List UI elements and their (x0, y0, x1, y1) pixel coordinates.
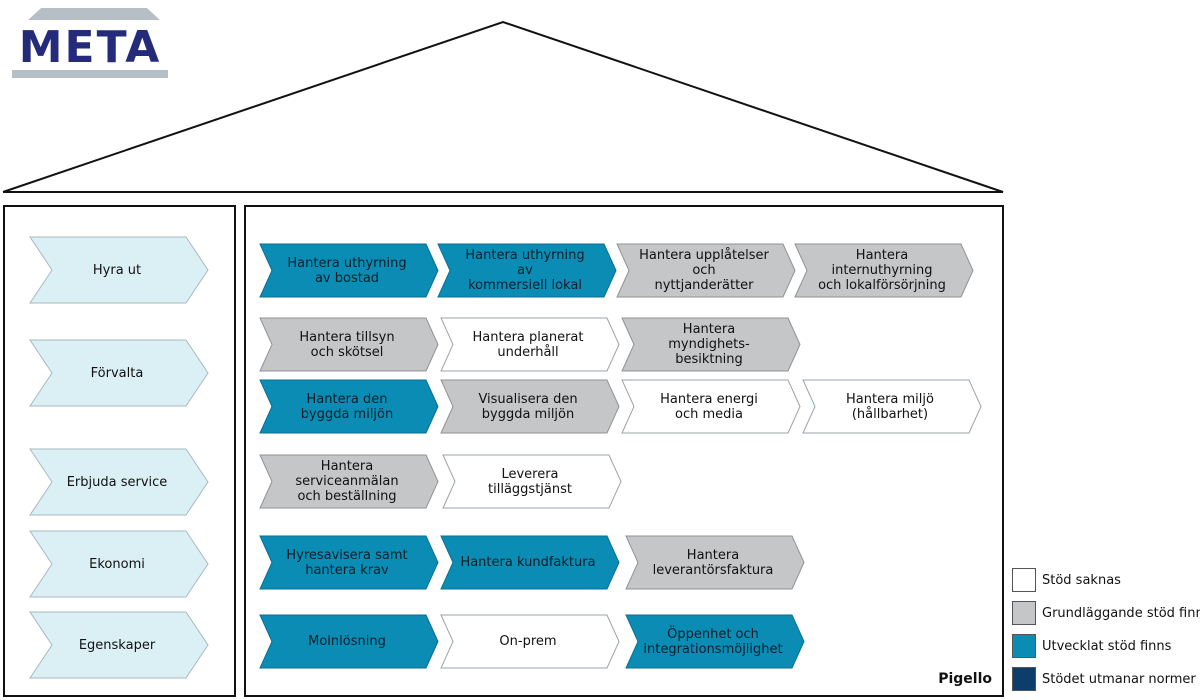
capability-r1-c0: Hantera tillsyn och skötsel (260, 318, 438, 371)
capability-r1-c2: Hantera myndighets- besiktning (622, 318, 800, 371)
capability-r4-c1-label: Hantera kundfaktura (460, 555, 596, 570)
capability-r3-c1-label: Leverera tilläggstjänst (488, 466, 572, 497)
category-ekonomi: Ekonomi (30, 531, 208, 597)
capability-r2-c1: Visualisera den byggda miljön (441, 380, 619, 433)
capability-r3-c1: Leverera tilläggstjänst (443, 455, 621, 508)
capability-r5-c0: Molnlösning (260, 615, 438, 668)
capability-r5-c2: Öppenhet och integrationsmöjlighet (626, 615, 804, 668)
legend-swatch (1012, 601, 1036, 625)
capability-r2-c3: Hantera miljö (hållbarhet) (803, 380, 981, 433)
category-egenskaper: Egenskaper (30, 612, 208, 678)
capability-r3-c0: Hantera serviceanmälan och beställning (260, 455, 438, 508)
legend-label: Stöd saknas (1042, 572, 1121, 588)
capability-r4-c2-label: Hantera leverantörsfaktura (652, 547, 774, 578)
capability-r0-c0: Hantera uthyrning av bostad (260, 244, 438, 297)
capability-r2-c2: Hantera energi och media (622, 380, 800, 433)
capability-r2-c2-label: Hantera energi och media (660, 391, 758, 422)
capability-r1-c1: Hantera planerat underhåll (441, 318, 619, 371)
category-förvalta-label: Förvalta (90, 365, 144, 381)
house-roof (2, 20, 1004, 193)
capability-r2-c0-label: Hantera den byggda miljön (300, 391, 394, 422)
category-erbjuda-service-label: Erbjuda service (66, 474, 168, 490)
meta-logo: META (10, 2, 170, 78)
legend-label: Stödet utmanar normer (1042, 671, 1196, 687)
capability-r3-c0-label: Hantera serviceanmälan och beställning (295, 459, 399, 504)
capability-r5-c1: On-prem (441, 615, 619, 668)
capability-r0-c2: Hantera upplåtelser och nyttjanderätter (617, 244, 795, 297)
capability-r5-c0-label: Molnlösning (308, 634, 386, 649)
capability-r1-c0-label: Hantera tillsyn och skötsel (299, 329, 395, 360)
capability-r0-c1-label: Hantera uthyrning av kommersiell lokal (465, 248, 585, 293)
legend-item-grundlaggande: Grundläggande stöd finns (1012, 600, 1200, 626)
category-ekonomi-label: Ekonomi (89, 556, 145, 572)
category-hyra-ut-label: Hyra ut (92, 262, 142, 278)
legend-label: Grundläggande stöd finns (1042, 605, 1200, 621)
capability-r0-c0-label: Hantera uthyrning av bostad (287, 255, 407, 286)
legend-item-utvecklat: Utvecklat stöd finns (1012, 633, 1171, 659)
legend-swatch (1012, 634, 1036, 658)
legend-swatch (1012, 568, 1036, 592)
logo-wordmark: META (18, 22, 162, 73)
capability-r2-c0: Hantera den byggda miljön (260, 380, 438, 433)
capability-r4-c1: Hantera kundfaktura (441, 536, 619, 589)
capability-r2-c3-label: Hantera miljö (hållbarhet) (846, 391, 934, 422)
capability-r5-c1-label: On-prem (499, 634, 557, 649)
capability-r1-c2-label: Hantera myndighets- besiktning (668, 322, 750, 367)
capability-r1-c1-label: Hantera planerat underhåll (472, 329, 584, 360)
legend-item-saknas: Stöd saknas (1012, 567, 1121, 593)
capability-r4-c0: Hyresavisera samt hantera krav (260, 536, 438, 589)
category-erbjuda-service: Erbjuda service (30, 449, 208, 515)
capability-r4-c2: Hantera leverantörsfaktura (626, 536, 804, 589)
capability-r0-c2-label: Hantera upplåtelser och nyttjanderätter (639, 248, 769, 293)
capability-r5-c2-label: Öppenhet och integrationsmöjlighet (643, 626, 783, 657)
capability-r2-c1-label: Visualisera den byggda miljön (478, 391, 578, 422)
capability-r0-c1: Hantera uthyrning av kommersiell lokal (438, 244, 616, 297)
capability-r4-c0-label: Hyresavisera samt hantera krav (286, 547, 408, 578)
category-egenskaper-label: Egenskaper (78, 637, 156, 653)
legend-swatch (1012, 667, 1036, 691)
capability-r0-c3-label: Hantera internuthyrning och lokalförsörj… (818, 248, 946, 293)
category-hyra-ut: Hyra ut (30, 237, 208, 303)
vendor-label: Pigello (938, 671, 992, 687)
category-förvalta: Förvalta (30, 340, 208, 406)
capability-r0-c3: Hantera internuthyrning och lokalförsörj… (795, 244, 973, 297)
legend-item-utmanar: Stödet utmanar normer (1012, 666, 1196, 692)
legend-label: Utvecklat stöd finns (1042, 638, 1172, 654)
